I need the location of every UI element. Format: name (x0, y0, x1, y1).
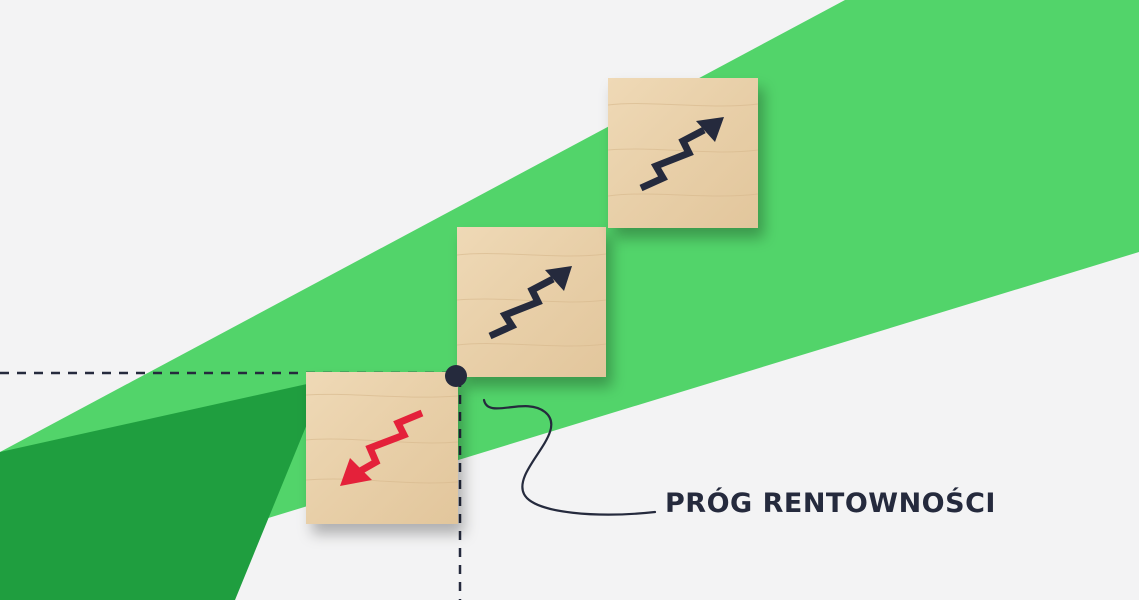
connector-curve (482, 398, 657, 516)
break-even-label: PRÓG RENTOWNOŚCI (665, 488, 996, 519)
trend-down-arrow-icon (340, 409, 424, 486)
trend-up-arrow-icon (639, 117, 724, 192)
loss-zone (0, 380, 325, 600)
trend-up-arrow-icon (488, 266, 572, 340)
break-even-point-marker (445, 365, 467, 387)
